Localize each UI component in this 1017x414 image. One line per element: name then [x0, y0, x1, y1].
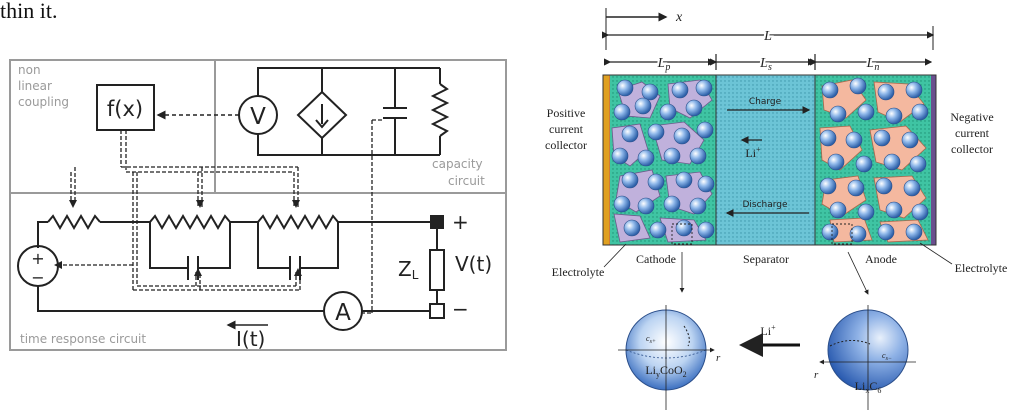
discharge-label: Discharge [742, 200, 788, 210]
coupling-arrowheads [54, 200, 302, 276]
sub-dimensions [604, 54, 933, 70]
section-label-capacity-1: capacity [432, 157, 483, 171]
fx-block [96, 84, 155, 131]
separator-label: Separator [743, 252, 789, 266]
positive-collector-label-1: Positive [547, 106, 586, 120]
electrolyte-right-leader [919, 242, 953, 265]
zl-label: ZL [398, 257, 419, 282]
Lp-label: Lp [657, 56, 671, 73]
cathode-particle-sphere [618, 305, 715, 410]
section-label-nonlinear-1: non [18, 63, 41, 77]
electrolyte-left-leader [603, 243, 627, 268]
battery-diagram: x L Lp Ls Ln [545, 8, 1007, 410]
ammeter-symbol [323, 291, 363, 331]
ammeter-label: A [335, 300, 351, 326]
anode-zoom-box [831, 223, 853, 245]
positive-collector-label-3: collector [545, 138, 587, 152]
cathode-label: Cathode [636, 252, 676, 266]
positive-collector-label-2: current [549, 122, 584, 136]
section-frames [9, 59, 507, 351]
Ls-label: Ls [759, 56, 772, 73]
section-label-nonlinear-3: coupling [18, 95, 69, 109]
cathode-zoom-box [671, 223, 693, 245]
plus-label: + [452, 210, 469, 234]
L-label: L [763, 29, 772, 44]
anode-particle-sphere [819, 305, 916, 410]
electrolyte-left-label: Electrolyte [552, 265, 605, 279]
r-axis-label-left: r [716, 352, 721, 364]
charge-label: Charge [749, 97, 782, 107]
cs-minus-label: cs− [882, 351, 892, 362]
minus-label: − [452, 297, 469, 321]
lic6-label: LixC6 [855, 379, 882, 395]
positive-terminal [430, 215, 444, 229]
anode-zoom-arrow [847, 251, 869, 295]
positive-collector-plate [602, 74, 611, 246]
active-material-spheres [611, 77, 929, 243]
circuit-diagram: non linear coupling capacity circuit tim… [9, 59, 507, 351]
top-text-fragment: thin it. [0, 0, 58, 23]
current-source-arrow [315, 119, 329, 129]
electrolyte-right-label: Electrolyte [955, 261, 1008, 275]
negative-terminal [429, 303, 445, 319]
cs-plus-label: cs+ [646, 334, 656, 345]
section-label-time: time response circuit [20, 332, 146, 346]
source-plus: + [31, 249, 44, 268]
negative-collector-label-1: Negative [950, 110, 993, 124]
negative-collector-label-2: current [955, 126, 990, 140]
fx-label: f(x) [107, 97, 143, 121]
capacity-circuit [257, 67, 450, 156]
Ln-label: Ln [866, 56, 880, 73]
cell-outline [602, 74, 937, 246]
it-label: I(t) [236, 327, 265, 351]
x-axis-label: x [675, 10, 683, 25]
li-transfer-label: Li+ [760, 323, 776, 338]
time-response-circuit [17, 214, 445, 312]
negative-collector-label-3: collector [951, 142, 993, 156]
negative-collector-plate [931, 75, 936, 245]
voltmeter-label: V [250, 104, 266, 130]
r-axis-label-right: r [814, 369, 819, 381]
coupling-lines [62, 119, 383, 314]
vt-label: V(t) [455, 252, 492, 276]
li-ion-label: Li+ [745, 145, 761, 160]
licoo2-label: LiyCoO2 [645, 363, 686, 379]
source-minus: − [31, 268, 44, 287]
anode-label: Anode [865, 252, 897, 266]
section-label-capacity-2: circuit [448, 174, 485, 188]
section-label-nonlinear-2: linear [18, 79, 52, 93]
